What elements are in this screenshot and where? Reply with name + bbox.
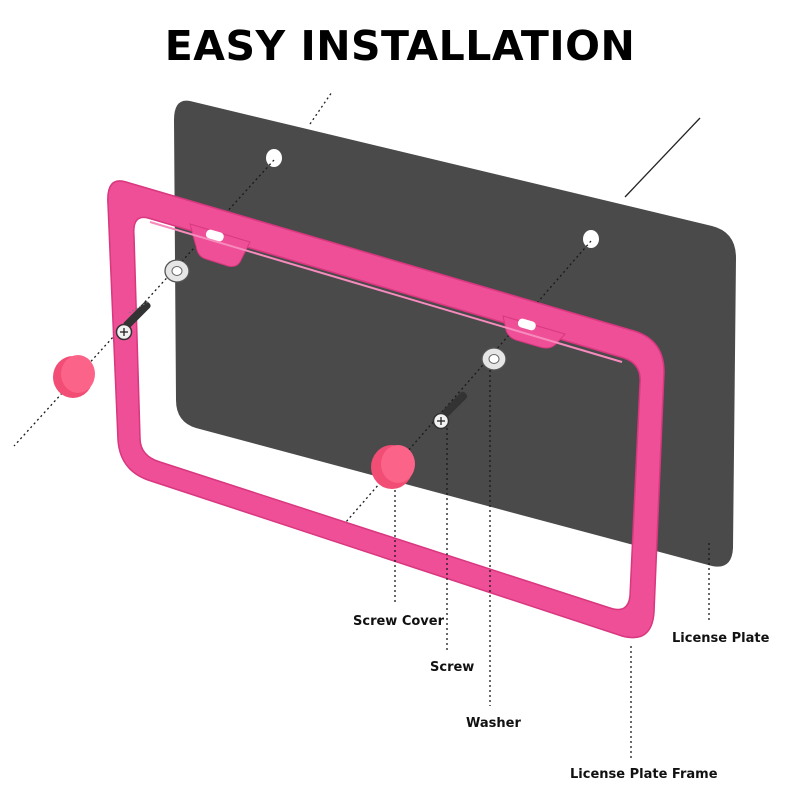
label-license-plate-frame: License Plate Frame	[570, 767, 718, 782]
label-screw: Screw	[430, 660, 475, 675]
frame-slot-left	[205, 229, 224, 242]
screw-left[interactable]	[115, 300, 152, 341]
guide-line-upper-right	[624, 117, 701, 198]
screw-cover-left[interactable]	[53, 355, 95, 398]
plate-hole-right	[583, 230, 599, 248]
license-plate	[174, 100, 736, 567]
license-plate-frame[interactable]	[107, 180, 665, 639]
label-washer: Washer	[466, 716, 521, 731]
frame-slot-right	[517, 318, 536, 331]
alignment-line-right	[331, 240, 592, 539]
label-screw-cover: Screw Cover	[353, 614, 445, 629]
screw-cover-right[interactable]	[371, 445, 415, 489]
washer-left[interactable]	[164, 259, 190, 283]
guide-line-upper-left	[309, 91, 333, 125]
page-title: EASY INSTALLATION	[164, 22, 636, 70]
screw-right[interactable]	[432, 391, 469, 430]
washer-right[interactable]	[481, 347, 507, 371]
label-license-plate: License Plate	[672, 631, 770, 646]
frame-highlight	[149, 221, 623, 363]
frame-tab-left	[189, 223, 251, 267]
plate-hole-left	[266, 149, 282, 167]
